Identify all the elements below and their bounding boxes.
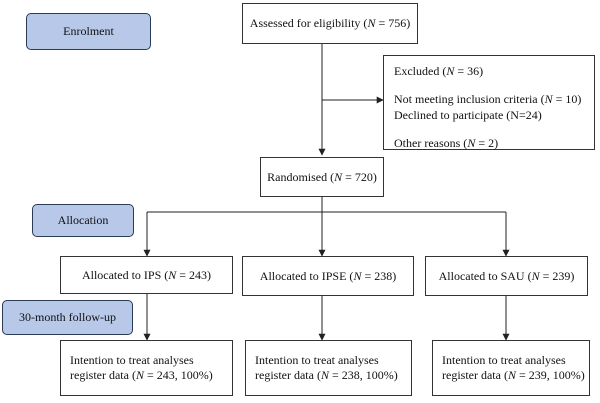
allocated-text: Allocated to IPSE (N = 238) — [259, 268, 397, 283]
analysis-ipse-box: Intention to treat analyses register dat… — [245, 340, 412, 396]
randomised-text: Randomised (N = 720) — [267, 169, 377, 184]
stage-followup: 30-month follow-up — [2, 300, 133, 335]
analysis-line: Intention to treat analyses — [70, 353, 194, 367]
analysis-ips-box: Intention to treat analyses register dat… — [60, 340, 233, 396]
stage-enrolment: Enrolment — [26, 13, 151, 50]
allocated-ipse-box: Allocated to IPSE (N = 238) — [242, 256, 414, 296]
analysis-line: register data (N = 243, 100%) — [70, 368, 213, 382]
allocated-sau-box: Allocated to SAU (N = 239) — [425, 256, 588, 296]
analysis-sau-box: Intention to treat analyses register dat… — [432, 340, 590, 396]
analysis-line: register data (N = 238, 100%) — [255, 368, 398, 382]
excluded-box: Excluded (N = 36) Not meeting inclusion … — [383, 55, 595, 150]
allocated-text: Allocated to IPS (N = 243) — [81, 267, 212, 282]
excluded-reason: Other reasons (N = 2) — [394, 136, 499, 150]
excluded-reason: Declined to participate (N=24) — [394, 108, 542, 122]
assessed-box: Assessed for eligibility (N = 756) — [242, 3, 418, 44]
analysis-line: register data (N = 239, 100%) — [442, 368, 585, 382]
excluded-reason: Not meeting inclusion criteria (N = 10) — [394, 92, 582, 106]
analysis-line: Intention to treat analyses — [442, 353, 566, 367]
stage-allocation: Allocation — [32, 204, 134, 237]
randomised-box: Randomised (N = 720) — [260, 157, 384, 197]
assessed-text: Assessed for eligibility (N = 756) — [249, 16, 411, 30]
allocated-ips-box: Allocated to IPS (N = 243) — [60, 256, 233, 294]
analysis-line: Intention to treat analyses — [255, 353, 379, 367]
excluded-title: Excluded (N = 36) — [394, 64, 484, 78]
allocated-text: Allocated to SAU (N = 239) — [438, 268, 575, 283]
